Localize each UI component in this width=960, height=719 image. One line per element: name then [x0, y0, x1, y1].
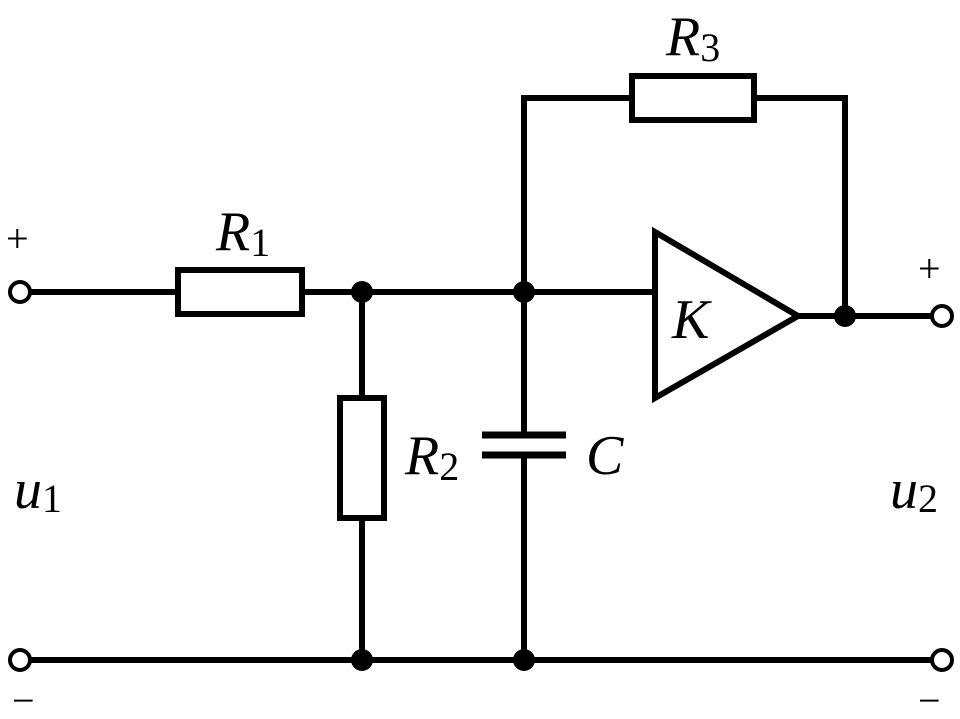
wire-feedback-left [521, 95, 635, 295]
label-amplifier-gain: K [671, 289, 712, 351]
label-u2-main: u [890, 459, 918, 521]
resistor-r1 [175, 267, 305, 317]
resistor-r2 [337, 395, 387, 521]
resistor-r3 [629, 73, 757, 123]
wire-feedback-right [751, 95, 848, 319]
wires [17, 95, 945, 663]
label-r2-sub: 2 [439, 444, 459, 489]
terminal-input-bottom [8, 648, 32, 672]
label-r1-main: R [215, 201, 250, 263]
junction-node-ground-r2 [351, 649, 373, 671]
terminal-output-bottom [930, 648, 954, 672]
junction-node-cap-top [513, 281, 535, 303]
amplifier-triangle [652, 226, 804, 404]
label-u1-sub: 1 [42, 476, 62, 521]
terminal-input-top [8, 280, 32, 304]
label-r1-sub: 1 [250, 220, 270, 265]
terminal-output-top [930, 304, 954, 328]
label-r2-main: R [404, 425, 439, 487]
label-r3: R3 [665, 6, 720, 70]
junction-node-output [834, 305, 856, 327]
label-r3-main: R [665, 6, 700, 68]
label-u2-sub: 2 [918, 476, 938, 521]
sign-output-minus: − [918, 678, 941, 719]
sign-input-minus: − [12, 678, 35, 719]
label-u1-main: u [14, 459, 42, 521]
junction-node-r1-r2 [351, 281, 373, 303]
junction-node-ground-cap [513, 649, 535, 671]
label-r2: R2 [404, 425, 459, 489]
label-r1: R1 [215, 201, 270, 265]
sign-input-plus: + [6, 216, 29, 261]
label-input-voltage: u1 [14, 459, 62, 521]
sign-output-plus: + [918, 246, 941, 291]
label-output-voltage: u2 [890, 459, 938, 521]
label-r3-sub: 3 [700, 25, 720, 70]
label-capacitor: C [586, 425, 624, 487]
